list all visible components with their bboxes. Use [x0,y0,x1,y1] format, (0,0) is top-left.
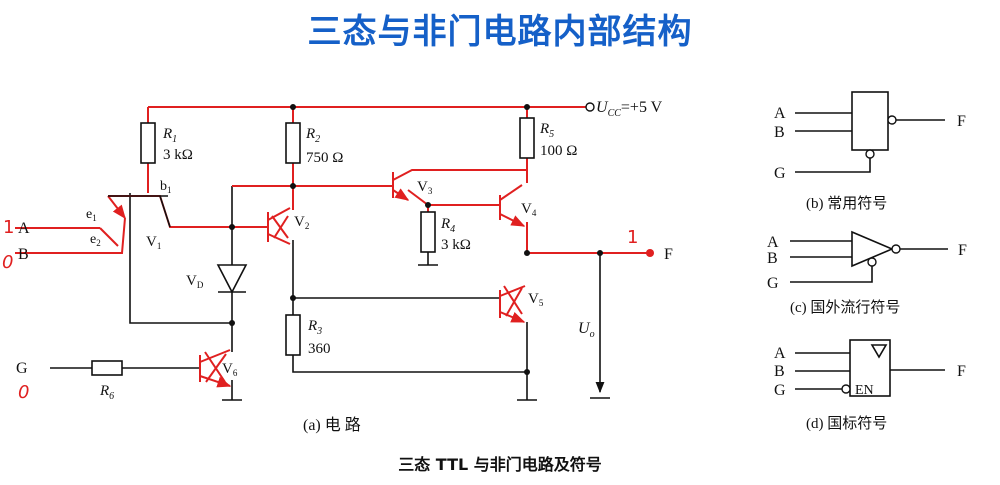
handwritten-annotations: 1 0 0 1 [2,217,638,403]
svg-text:0: 0 [2,252,13,273]
r3-resistor [285,314,301,356]
svg-text:(d) 国标符号: (d) 国标符号 [806,415,887,432]
svg-text:1: 1 [627,227,638,248]
svg-text:0: 0 [18,382,29,403]
svg-text:R6: R6 [99,383,114,402]
svg-text:G: G [774,165,786,182]
svg-text:R1: R1 [162,126,177,145]
svg-text:A: A [774,345,786,362]
svg-text:V1: V1 [146,234,161,251]
svg-text:A: A [774,105,786,122]
svg-text:100 Ω: 100 Ω [540,143,577,159]
svg-text:e2: e2 [90,232,101,248]
svg-text:VD: VD [186,273,204,290]
components [91,102,603,376]
r1-resistor [140,122,156,164]
svg-text:B: B [767,250,778,267]
svg-text:F: F [957,113,966,130]
svg-text:F: F [958,242,967,259]
svg-text:R2: R2 [305,126,320,145]
svg-text:V5: V5 [528,291,544,308]
svg-text:F: F [664,246,673,263]
svg-text:F: F [957,363,966,380]
svg-text:A: A [767,234,779,251]
svg-text:3 kΩ: 3 kΩ [163,147,193,163]
svg-text:V3: V3 [417,179,433,196]
svg-text:R3: R3 [307,318,322,337]
symbol-national: EN A B G F (d) 国标符号 [774,339,966,432]
svg-text:(c) 国外流行符号: (c) 国外流行符号 [790,299,900,316]
svg-text:V4: V4 [521,201,537,218]
page-title: 三态与非门电路内部结构 [307,12,693,52]
svg-text:3 kΩ: 3 kΩ [441,237,471,253]
symbol-foreign: A B G F (c) 国外流行符号 [767,230,967,316]
svg-text:750 Ω: 750 Ω [306,150,343,166]
svg-text:V2: V2 [294,214,309,231]
svg-text:G: G [767,275,779,292]
svg-text:G: G [16,360,28,377]
svg-text:360: 360 [308,341,331,357]
svg-text:Uo: Uo [578,320,595,340]
figure-caption: 三态 TTL 与非门电路及符号 [398,455,602,474]
svg-text:e1: e1 [86,207,97,223]
diode-vd [216,264,248,294]
svg-text:b1: b1 [160,179,172,195]
svg-text:B: B [18,246,29,263]
svg-text:(b) 常用符号: (b) 常用符号 [806,195,887,212]
svg-text:B: B [774,363,785,380]
svg-text:(a) 电 路: (a) 电 路 [303,416,361,434]
r5-resistor [519,117,535,159]
svg-text:V6: V6 [222,361,238,378]
symbol-common: A B G F (b) 常用符号 [774,91,966,212]
svg-text:R4: R4 [440,216,455,235]
svg-text:A: A [18,220,30,237]
r6-resistor [91,360,123,376]
svg-text:G: G [774,382,786,399]
svg-text:UCC=+5 V: UCC=+5 V [596,99,663,119]
svg-text:R5: R5 [539,121,554,140]
svg-text:B: B [774,124,785,141]
r4-resistor [420,211,436,253]
svg-text:1: 1 [3,217,14,238]
r2-resistor [285,122,301,164]
svg-text:EN: EN [855,383,874,398]
circuit-wiring [50,186,610,401]
circuit-labels: UCC=+5 V R1 3 kΩ R2 750 Ω R5 100 Ω R4 3 … [16,99,673,434]
